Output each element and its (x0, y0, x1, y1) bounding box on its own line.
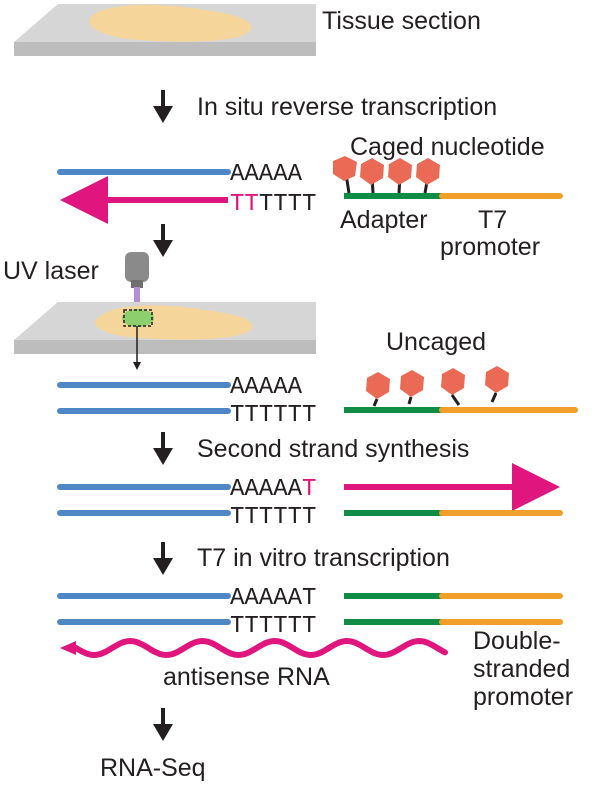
antisense-rna-label: antisense RNA (163, 663, 330, 691)
uncaged-group-icon (366, 366, 509, 407)
down-arrow-icon (153, 432, 173, 465)
polyA-sequence: AAAAA (230, 374, 303, 401)
polyT-sequence: TTTTTT (230, 191, 316, 218)
down-arrow-icon (153, 90, 173, 123)
uv-laser-icon (125, 252, 149, 315)
polyT-sequence: TTTTTT (230, 613, 316, 640)
tissue-shape (89, 5, 252, 42)
polyT-sequence: TTTTTT (230, 402, 316, 429)
tissue-slide-top (14, 4, 316, 56)
polyT-rest: TTTT (259, 191, 317, 218)
uv-laser-label: UV laser (3, 257, 99, 285)
irradiated-spot (122, 309, 154, 327)
down-arrow-icon (153, 542, 173, 575)
double-label: Double- (473, 627, 561, 655)
tissue-slide-bottom (14, 302, 316, 354)
rna-seq-label: RNA-Seq (100, 754, 206, 782)
irradiation-region (123, 309, 153, 327)
added-t: T (302, 476, 316, 503)
stranded-label: stranded (473, 655, 570, 683)
promoter-label-2: promoter (473, 683, 573, 711)
polyA-sequence: AAAAAT (230, 476, 316, 503)
t7-label: T7 (478, 206, 507, 234)
tissue-section-label: Tissue section (322, 7, 481, 35)
uncaged-label: Uncaged (386, 328, 486, 356)
polyA-sequence: AAAAA (230, 161, 303, 188)
caged-nucleotide-label: Caged nucleotide (350, 133, 545, 161)
down-arrow-icon (153, 708, 173, 741)
polyT-sequence: TTTTTT (230, 504, 316, 531)
step-ivt-label: T7 in vitro transcription (197, 544, 450, 572)
step-second-strand-label: Second strand synthesis (197, 435, 469, 463)
polyA-prefix: AAAAA (230, 476, 303, 503)
caged-group-icon (333, 156, 440, 194)
caged-tt: TT (230, 191, 259, 218)
promoter-label: promoter (440, 233, 540, 261)
down-arrow-icon (153, 224, 173, 257)
antisense-rna-wave (73, 637, 448, 659)
adapter-label: Adapter (340, 206, 428, 234)
polyA-t-sequence: AAAAAT (230, 585, 316, 612)
antisense-rna-arrowhead (60, 641, 76, 655)
step-rt-label: In situ reverse transcription (197, 93, 497, 121)
